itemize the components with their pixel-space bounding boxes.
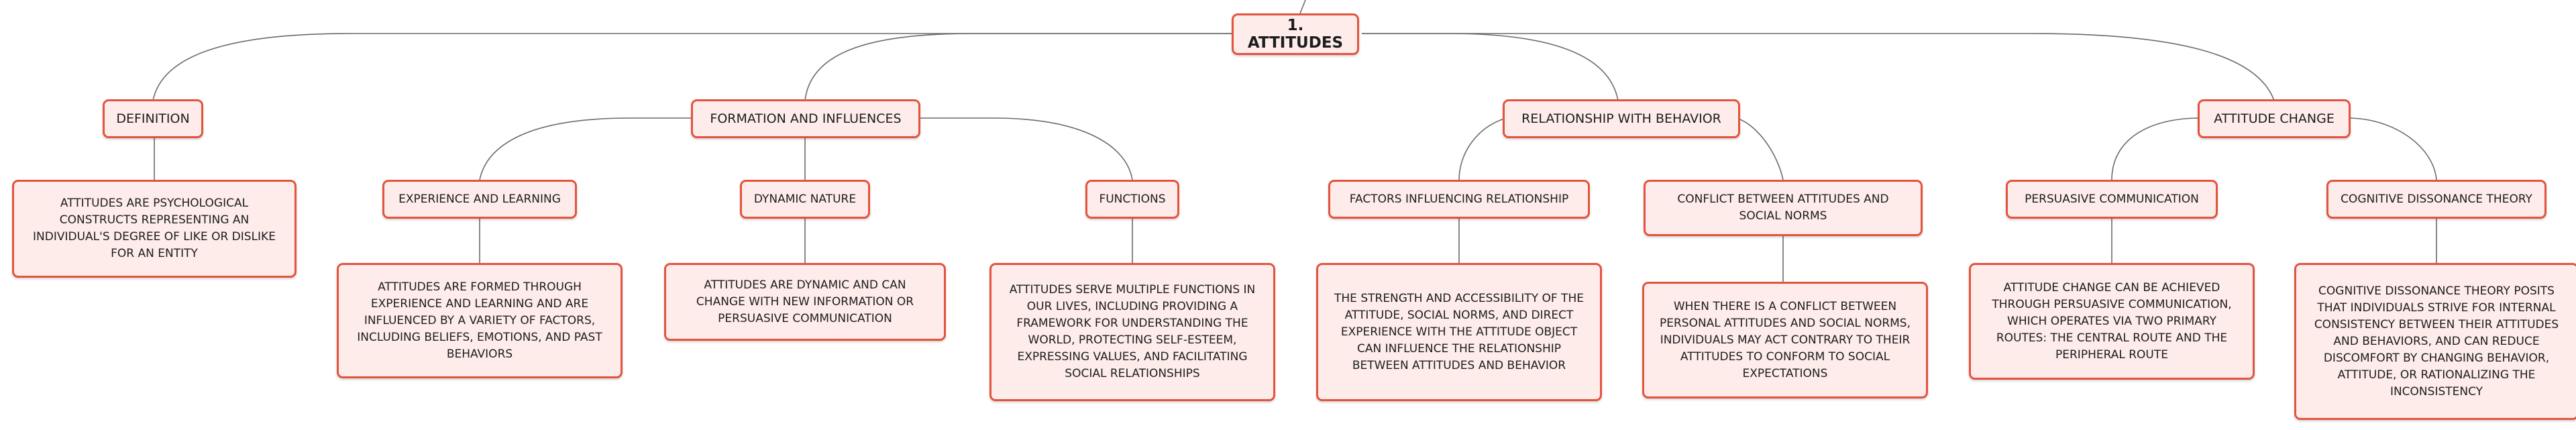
- subtopic-experience-label: EXPERIENCE AND LEARNING: [398, 192, 561, 206]
- subtopic-functions[interactable]: FUNCTIONS: [1085, 180, 1179, 219]
- experience-description-text: ATTITUDES ARE FORMED THROUGH EXPERIENCE …: [357, 280, 602, 361]
- topic-relationship[interactable]: RELATIONSHIP WITH BEHAVIOR: [1503, 99, 1740, 138]
- subtopic-dynamic[interactable]: DYNAMIC NATURE: [740, 180, 870, 219]
- experience-description: ATTITUDES ARE FORMED THROUGH EXPERIENCE …: [337, 263, 623, 378]
- subtopic-dissonance-label: COGNITIVE DISSONANCE THEORY: [2341, 192, 2532, 206]
- subtopic-conflict[interactable]: CONFLICT BETWEEN ATTITUDES AND SOCIAL NO…: [1644, 180, 1923, 236]
- conflict-description-text: WHEN THERE IS A CONFLICT BETWEEN PERSONA…: [1659, 299, 1911, 380]
- topic-change[interactable]: ATTITUDE CHANGE: [2198, 99, 2351, 138]
- topic-formation-label: FORMATION AND INFLUENCES: [710, 111, 902, 126]
- subtopic-dynamic-label: DYNAMIC NATURE: [753, 192, 857, 206]
- connector-root-relationship: [1362, 33, 1619, 101]
- functions-description: ATTITUDES SERVE MULTIPLE FUNCTIONS IN OU…: [989, 263, 1275, 401]
- dissonance-description: COGNITIVE DISSONANCE THEORY POSITS THAT …: [2294, 263, 2576, 420]
- topic-definition[interactable]: DEFINITION: [103, 99, 203, 138]
- subtopic-conflict-label: CONFLICT BETWEEN ATTITUDES AND SOCIAL NO…: [1677, 193, 1889, 223]
- topic-formation[interactable]: FORMATION AND INFLUENCES: [691, 99, 920, 138]
- persuasive-description-text: ATTITUDE CHANGE CAN BE ACHIEVED THROUGH …: [1992, 280, 2232, 362]
- topic-definition-label: DEFINITION: [116, 111, 190, 126]
- subtopic-factors[interactable]: FACTORS INFLUENCING RELATIONSHIP: [1328, 180, 1590, 219]
- connector-change-dissonance: [2347, 117, 2437, 180]
- connector-change-persuasive: [2111, 117, 2201, 180]
- dynamic-description-text: ATTITUDES ARE DYNAMIC AND CAN CHANGE WIT…: [696, 278, 914, 325]
- topic-relationship-label: RELATIONSHIP WITH BEHAVIOR: [1521, 111, 1721, 126]
- connector-root-top: [1299, 0, 1306, 14]
- factors-description: THE STRENGTH AND ACCESSIBILITY OF THE AT…: [1316, 263, 1602, 401]
- connector-root-formation: [804, 33, 1234, 101]
- functions-description-text: ATTITUDES SERVE MULTIPLE FUNCTIONS IN OU…: [1009, 283, 1256, 380]
- connector-formation-functions: [920, 117, 1133, 180]
- subtopic-factors-label: FACTORS INFLUENCING RELATIONSHIP: [1349, 192, 1569, 206]
- connector-formation-experience: [479, 117, 691, 180]
- subtopic-persuasive[interactable]: PERSUASIVE COMMUNICATION: [2006, 180, 2218, 219]
- factors-description-text: THE STRENGTH AND ACCESSIBILITY OF THE AT…: [1334, 291, 1584, 372]
- root-node[interactable]: 1. ATTITUDES: [1232, 13, 1359, 55]
- connector-relationship-conflict: [1735, 117, 1784, 180]
- subtopic-persuasive-label: PERSUASIVE COMMUNICATION: [2025, 192, 2199, 206]
- persuasive-description: ATTITUDE CHANGE CAN BE ACHIEVED THROUGH …: [1969, 263, 2255, 380]
- subtopic-experience[interactable]: EXPERIENCE AND LEARNING: [382, 180, 577, 219]
- subtopic-functions-label: FUNCTIONS: [1099, 192, 1166, 206]
- topic-change-label: ATTITUDE CHANGE: [2214, 111, 2334, 126]
- dissonance-description-text: COGNITIVE DISSONANCE THEORY POSITS THAT …: [2314, 284, 2559, 398]
- definition-description-text: ATTITUDES ARE PSYCHOLOGICAL CONSTRUCTS R…: [33, 197, 276, 260]
- connector-root-change: [1362, 33, 2275, 101]
- definition-description: ATTITUDES ARE PSYCHOLOGICAL CONSTRUCTS R…: [12, 180, 297, 278]
- conflict-description: WHEN THERE IS A CONFLICT BETWEEN PERSONA…: [1642, 282, 1928, 398]
- dynamic-description: ATTITUDES ARE DYNAMIC AND CAN CHANGE WIT…: [664, 263, 946, 341]
- subtopic-dissonance[interactable]: COGNITIVE DISSONANCE THEORY: [2326, 180, 2546, 219]
- connector-root-definition: [152, 33, 1234, 101]
- connector-relationship-factors: [1458, 117, 1507, 180]
- root-label: 1. ATTITUDES: [1247, 17, 1344, 52]
